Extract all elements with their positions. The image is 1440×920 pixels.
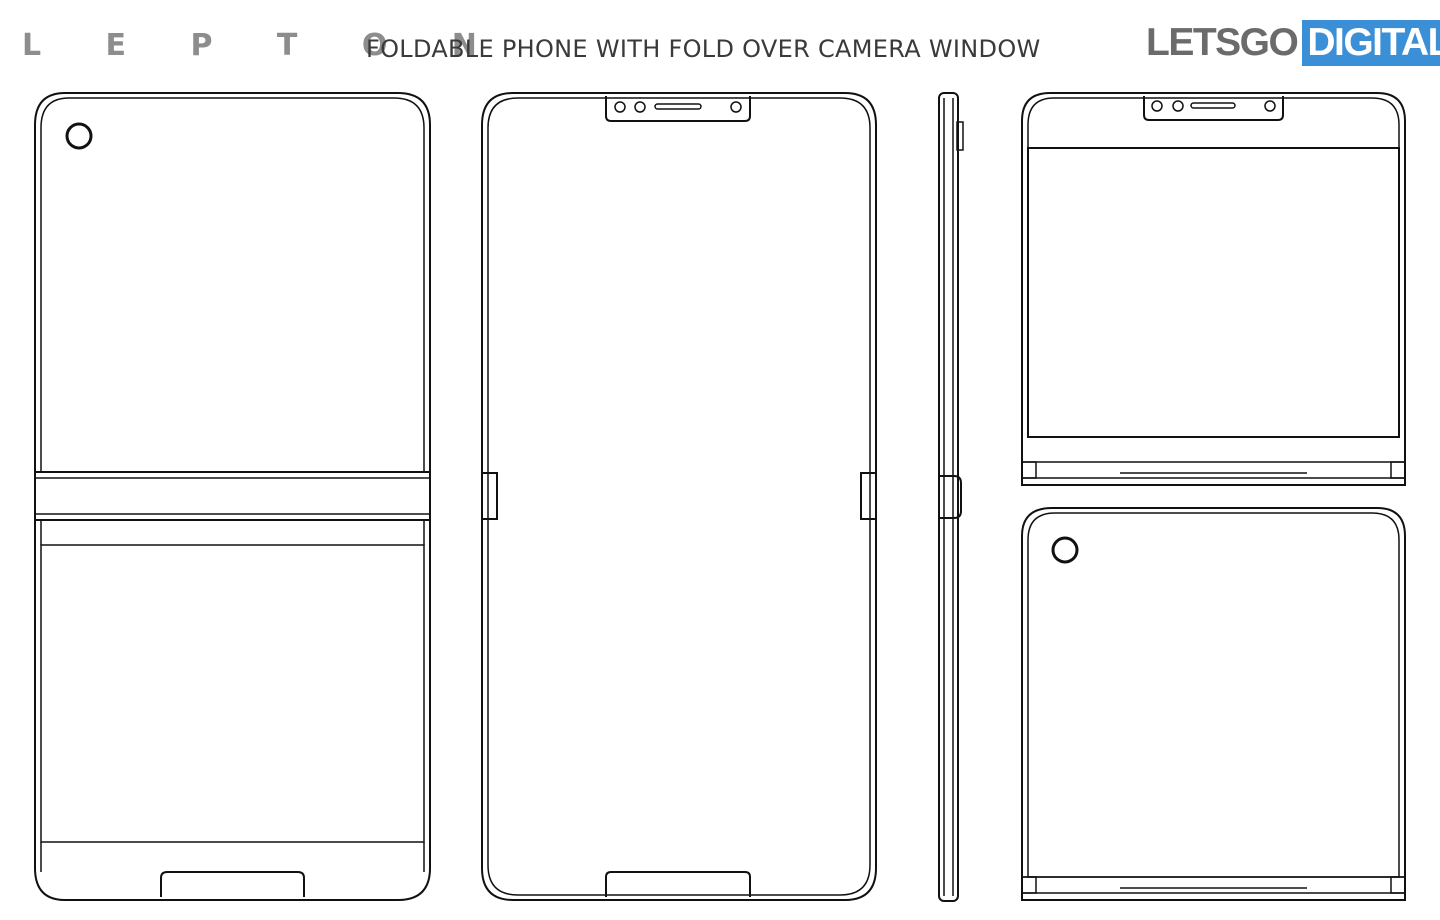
sensor-icon xyxy=(634,101,646,113)
folded-view-back xyxy=(1021,507,1406,901)
logo-text-letsgo: LETSGO xyxy=(1146,21,1299,64)
rear-camera-icon xyxy=(1051,536,1079,564)
sensor-icon xyxy=(1172,100,1184,112)
earpiece-icon xyxy=(1190,102,1236,109)
sensor-icon xyxy=(730,101,742,113)
back-view-unfolded xyxy=(34,92,431,901)
folded-view-open-lid xyxy=(1021,92,1406,486)
logo-text-digital: DIGITAL xyxy=(1302,20,1440,66)
sensor-icon xyxy=(1264,100,1276,112)
front-camera-icon xyxy=(1151,100,1163,112)
rear-camera-icon xyxy=(65,122,93,150)
letsgodigital-logo: LETSGO DIGITAL xyxy=(1146,20,1440,66)
page-title: FOLDABLE PHONE WITH FOLD OVER CAMERA WIN… xyxy=(366,35,1041,63)
front-view-unfolded xyxy=(481,92,877,901)
brand-wordmark: L E P T O N xyxy=(22,28,504,63)
front-camera-icon xyxy=(614,101,626,113)
side-view-profile xyxy=(938,92,964,902)
earpiece-icon xyxy=(654,103,702,110)
